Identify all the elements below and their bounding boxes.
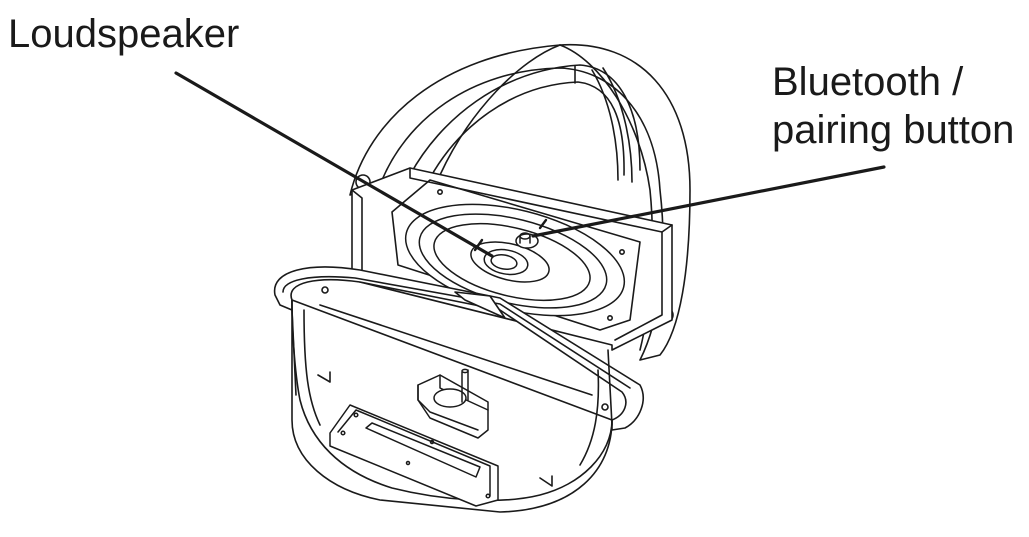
mounting-stud [418,369,488,438]
loudspeaker-leader-line [176,73,492,256]
leader-lines [176,73,884,256]
bluetooth-label-line-1: Bluetooth / [772,60,964,104]
loudspeaker-label: Loudspeaker [8,12,240,56]
bluetooth-pairing-label: Bluetooth / pairing button [772,58,1014,154]
bluetooth-leader-line [533,167,884,236]
label-plate [330,405,498,506]
bluetooth-label-line-2: pairing button [772,108,1015,152]
